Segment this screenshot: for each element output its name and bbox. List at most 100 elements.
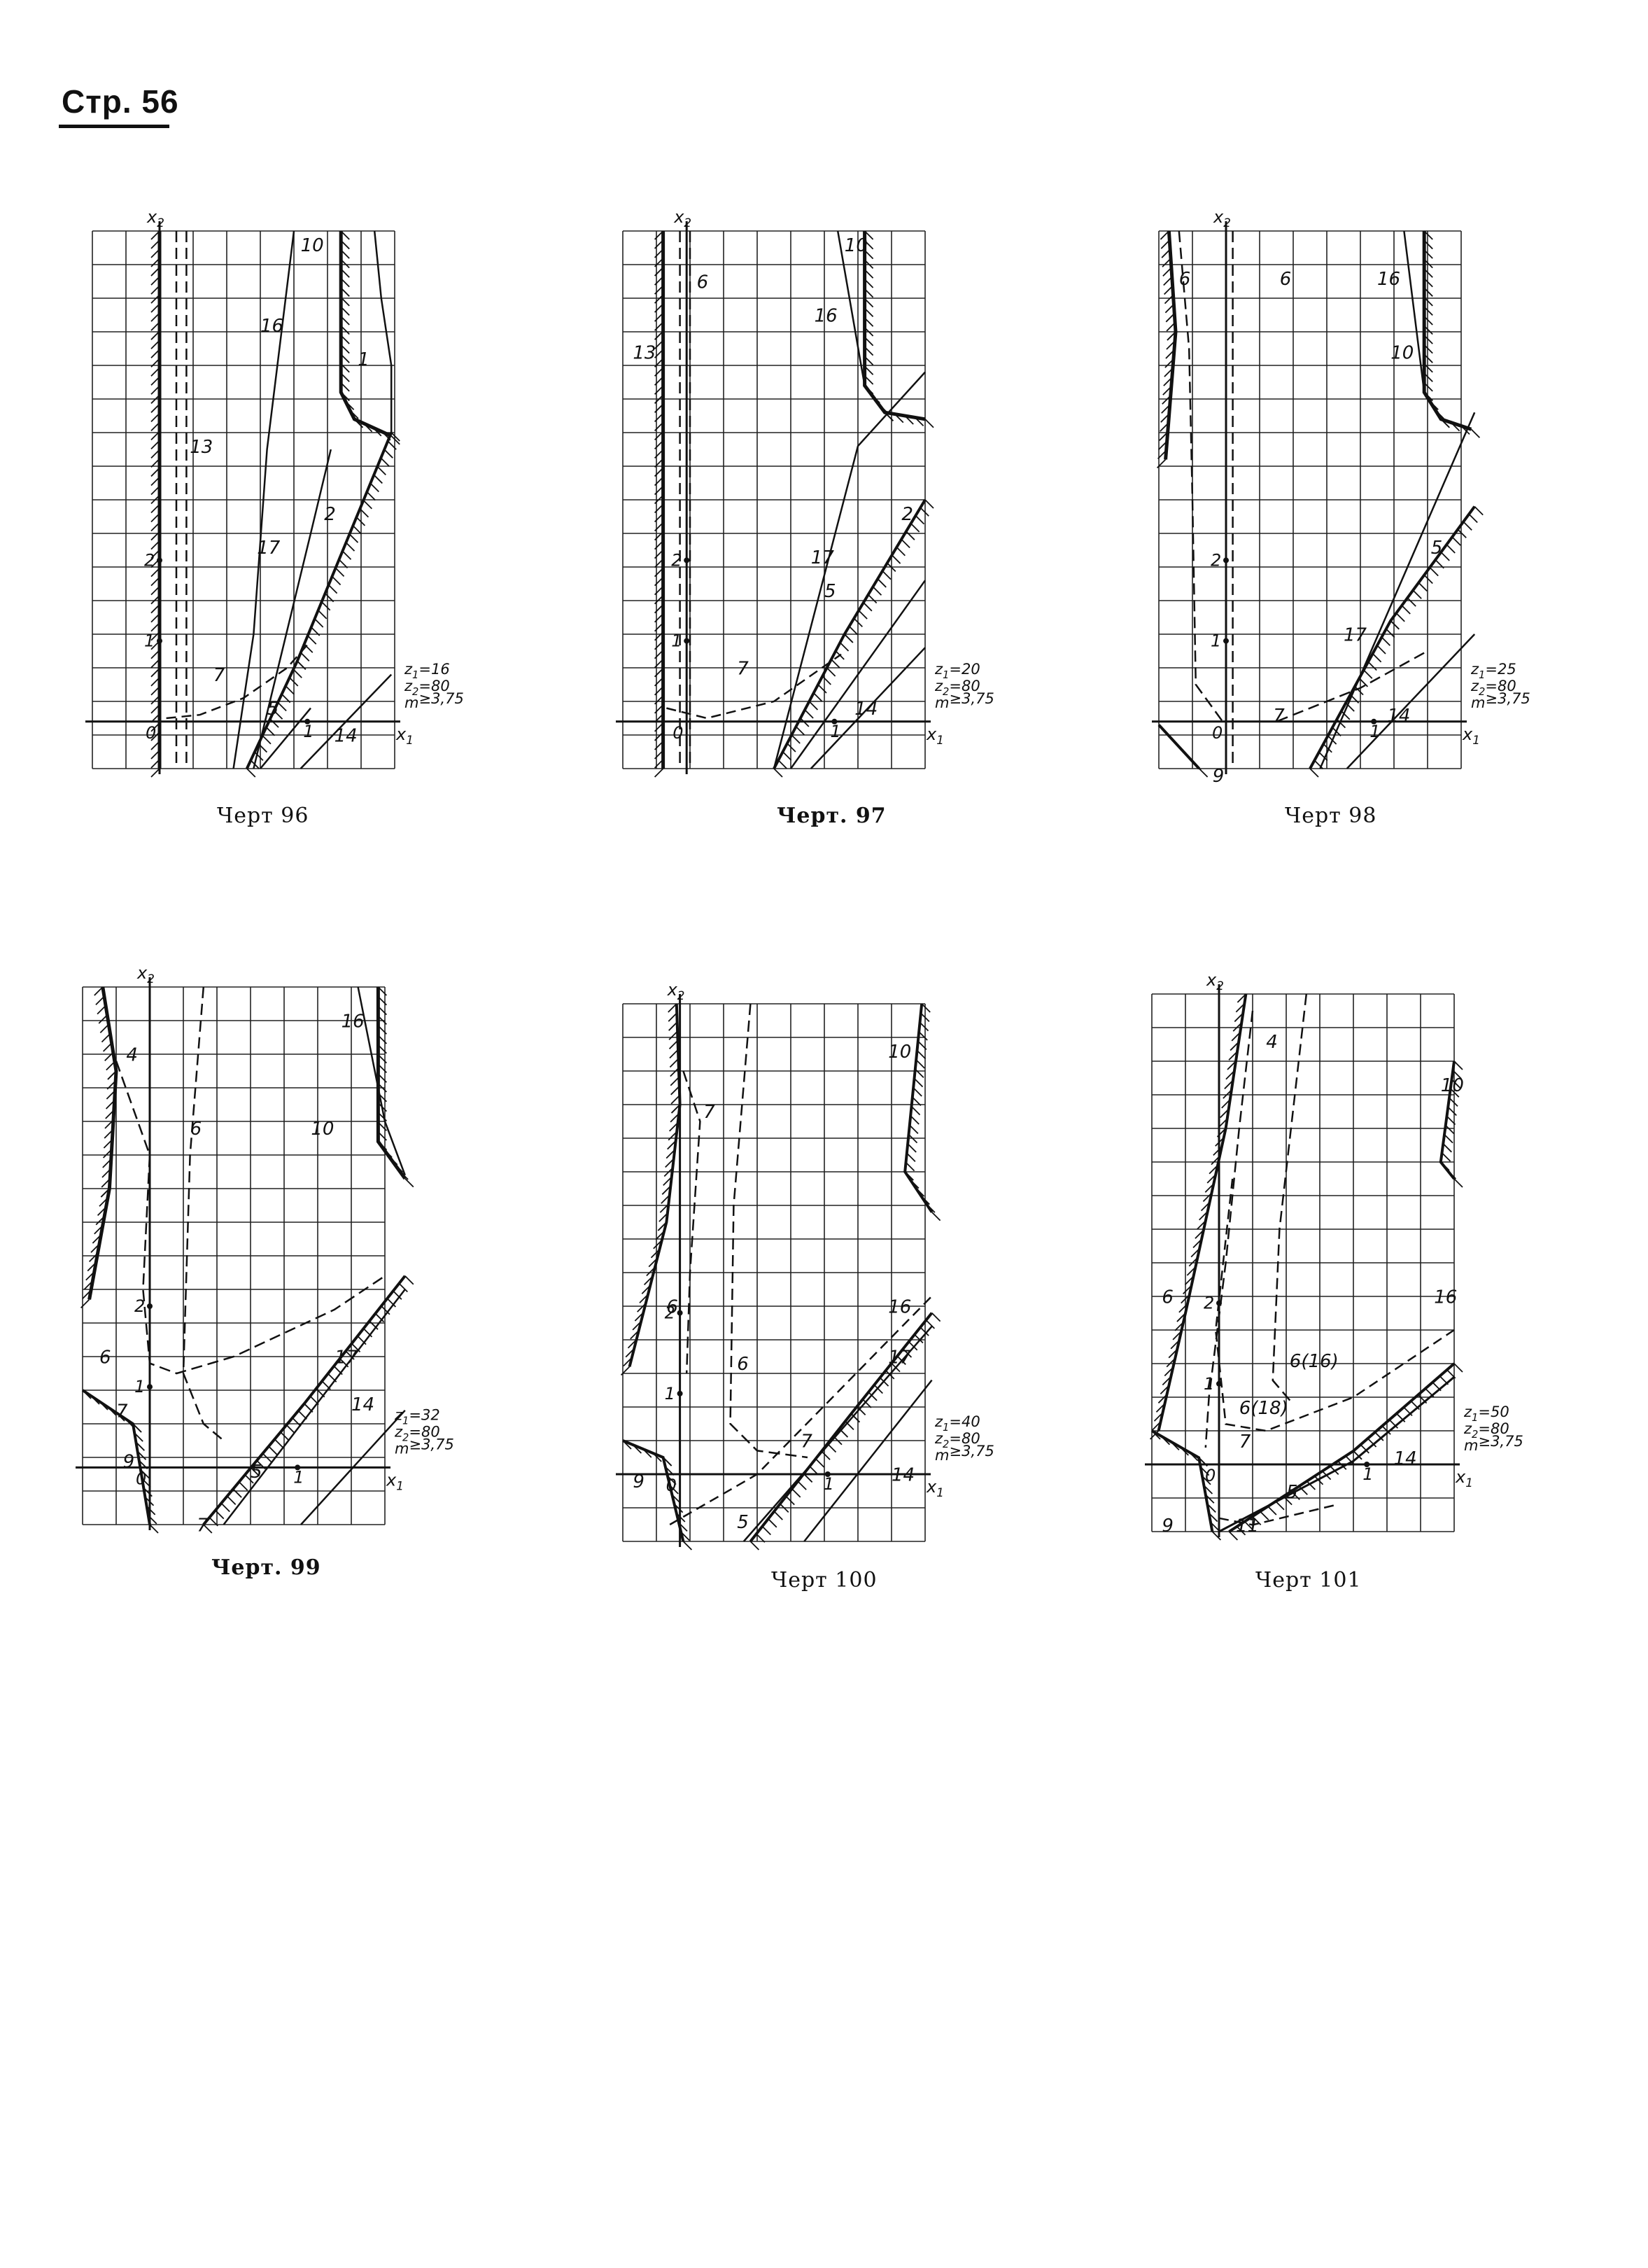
curve-1	[87, 986, 118, 1300]
curve-hatch-4	[340, 230, 400, 445]
curve-label: 5	[1286, 1482, 1298, 1503]
x2-tick-dot	[684, 557, 690, 564]
parameter-line: z1=20	[934, 661, 980, 681]
x1-axis-label: x1	[1455, 1467, 1473, 1490]
x2-tick-label: 2	[665, 1303, 675, 1323]
curve-label: 7	[116, 1401, 128, 1422]
curve-label: 14	[351, 1394, 374, 1415]
parameter-line: z2=80	[934, 1430, 980, 1450]
curve-7	[1218, 1376, 1455, 1533]
curve-8	[1151, 1429, 1214, 1532]
curve-label: 5	[1431, 538, 1443, 559]
curve-hatch-9	[622, 1440, 693, 1550]
curve-label: 5	[824, 581, 836, 602]
curve-hatch-6	[1228, 1363, 1463, 1541]
x2-axis-label: x2	[673, 207, 691, 230]
curve-9	[666, 653, 842, 720]
curve-8	[300, 1409, 406, 1525]
origin-label: 0	[146, 723, 156, 743]
curve-label: 10	[845, 235, 868, 256]
figure-caption: Черт. 99	[211, 1555, 321, 1580]
curve-label: 14	[334, 726, 358, 747]
curve-label: 7	[213, 665, 225, 686]
curve-label: 14	[892, 1465, 915, 1486]
curve-label: 10	[1390, 342, 1414, 363]
curve-4	[863, 231, 926, 421]
curve-label: 9	[123, 1451, 135, 1472]
parameter-line: m≥3,75	[935, 1443, 994, 1464]
curves	[654, 230, 934, 778]
curve-label: 14	[1394, 1448, 1417, 1469]
curve-5	[836, 230, 866, 386]
curve-label: 6	[737, 1354, 749, 1375]
curve-7	[1319, 412, 1476, 769]
curve-label: 7	[703, 1102, 715, 1123]
curve-label: 17	[888, 1348, 912, 1368]
figure-caption: Черт. 97	[777, 804, 887, 828]
curve-label: 7	[197, 1516, 209, 1536]
parameter-line: z1=32	[394, 1406, 440, 1427]
curve-label: 16	[888, 1297, 911, 1318]
header-underline	[59, 125, 169, 128]
curve-5	[373, 230, 393, 433]
curve-10	[810, 647, 926, 769]
origin-label: 0	[1205, 1466, 1216, 1485]
origin-label: 0	[1212, 723, 1223, 743]
curve-8	[1346, 634, 1476, 769]
curve-label: 6	[697, 272, 709, 293]
curve-label: 6	[1280, 269, 1292, 290]
x1-tick-dot	[1371, 718, 1377, 724]
curve-label: 7	[801, 1432, 812, 1452]
parameter-line: m≥3,75	[1471, 690, 1530, 711]
x2-axis-label: x2	[667, 980, 685, 1002]
x2-tick-label: 1	[1204, 1374, 1214, 1394]
x2-tick-label: 2	[1204, 1294, 1214, 1313]
parameter-line: z2=80	[394, 1423, 440, 1443]
grid	[622, 230, 926, 769]
x1-axis-label: x1	[386, 1470, 404, 1492]
figure-caption: Черт 101	[1255, 1568, 1362, 1592]
curve-8	[789, 580, 927, 769]
curve-7	[223, 1289, 406, 1525]
curves	[1156, 230, 1484, 778]
curve-label: 13	[633, 342, 656, 363]
curves	[620, 1003, 941, 1550]
figure-caption: Черт 100	[771, 1568, 878, 1592]
curve-label: 6(16)	[1290, 1351, 1339, 1372]
curve-hatch-6	[1309, 505, 1484, 778]
curve-label: 5	[737, 1512, 749, 1533]
curve-5	[1403, 230, 1425, 393]
curve-3	[1272, 993, 1308, 1405]
curves	[150, 230, 400, 778]
curve-hatch-4	[1423, 230, 1481, 438]
x2-axis-label: x2	[1213, 207, 1231, 230]
x2-tick-label: 2	[144, 550, 155, 570]
curve-hatch-9	[82, 1390, 159, 1534]
x2-tick-dot	[147, 1303, 153, 1309]
curve-label: 17	[811, 547, 835, 568]
curve-label: 7	[1273, 706, 1285, 727]
x1-tick-dot	[304, 718, 311, 724]
parameter-line: z1=16	[404, 661, 450, 681]
origin-label: 0	[672, 723, 683, 743]
curve-hatch-7	[773, 499, 934, 778]
curve-label: 6(18)	[1239, 1398, 1288, 1419]
curve-5	[357, 986, 406, 1176]
curve-label: 10	[301, 235, 324, 256]
curve-4	[1214, 1178, 1455, 1432]
curve-7	[669, 1295, 933, 1526]
curve-hatch-4	[377, 986, 414, 1188]
curve-label: 13	[190, 437, 213, 458]
curve-hatch-9	[1158, 724, 1209, 778]
x1-tick-dot	[295, 1464, 301, 1471]
curve-9	[1218, 1504, 1337, 1526]
